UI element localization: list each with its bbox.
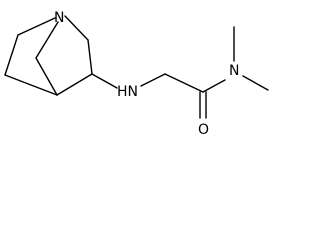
bond-c8-c7 xyxy=(4,34,19,76)
bond-n1-c8 xyxy=(17,17,56,36)
ring-nitrogen-label: N xyxy=(54,10,64,26)
bond-co-n xyxy=(202,79,226,93)
bond-c3-nh xyxy=(91,73,118,89)
bond-n1-c6 xyxy=(35,21,59,59)
bond-ch2-co xyxy=(164,73,204,93)
amine-nh-label: HN xyxy=(117,84,138,100)
bond-n1-c2 xyxy=(64,15,89,41)
side-chain xyxy=(91,26,269,119)
bond-c7-c4 xyxy=(4,74,58,96)
bond-c6-c5 xyxy=(35,57,58,96)
bond-c3-c4 xyxy=(56,73,93,96)
molecule-structure-diagram: N HN N O xyxy=(4,10,269,137)
quinuclidine-ring xyxy=(4,15,93,96)
carbonyl-oxygen-label: O xyxy=(198,122,209,137)
bond-c2-c3 xyxy=(87,39,93,75)
atom-labels: N HN N O xyxy=(54,10,239,137)
bond-nh-ch2 xyxy=(140,73,166,87)
bond-n-methyl-right xyxy=(242,75,269,91)
amide-nitrogen-label: N xyxy=(229,63,239,79)
